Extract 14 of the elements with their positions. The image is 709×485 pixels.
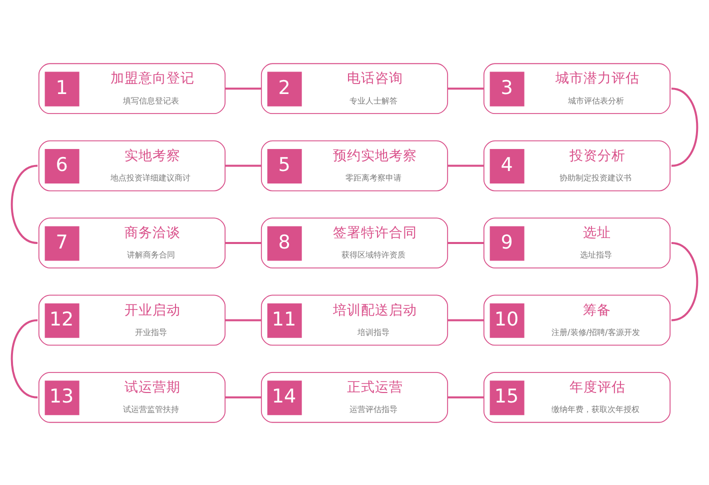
connector (671, 242, 698, 321)
connector (448, 396, 484, 398)
connector (448, 164, 484, 166)
connector (225, 396, 262, 398)
connector (671, 87, 698, 166)
connector (448, 242, 484, 244)
connector (225, 87, 262, 90)
connector (448, 87, 484, 90)
connector (225, 164, 262, 166)
connector (10, 318, 38, 398)
connector (10, 164, 38, 244)
connector (448, 318, 484, 321)
connector (225, 242, 262, 244)
connector (225, 318, 262, 321)
